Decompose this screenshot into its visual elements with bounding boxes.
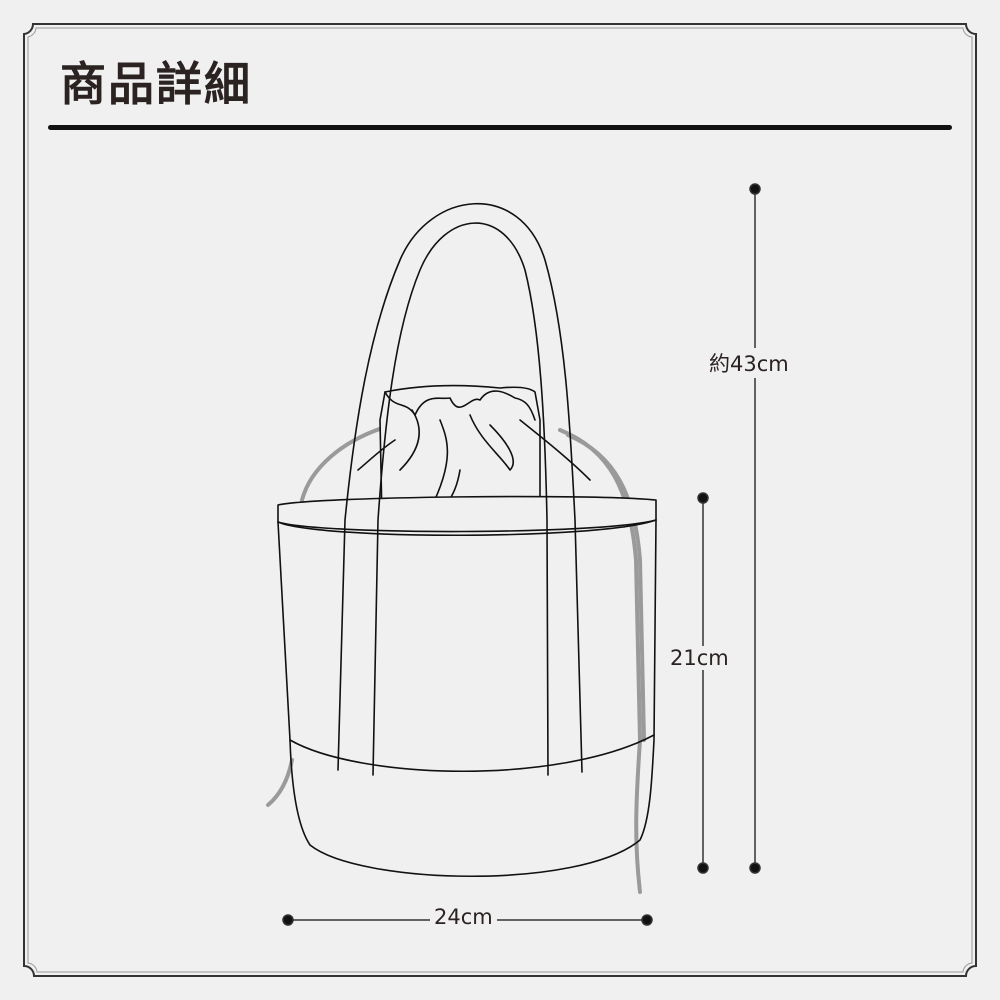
title-divider xyxy=(48,125,952,130)
total-height-label: 約43cm xyxy=(705,348,793,378)
page-title: 商品詳細 xyxy=(60,57,252,111)
body-height-label: 21cm xyxy=(666,646,733,670)
width-label: 24cm xyxy=(430,905,497,929)
